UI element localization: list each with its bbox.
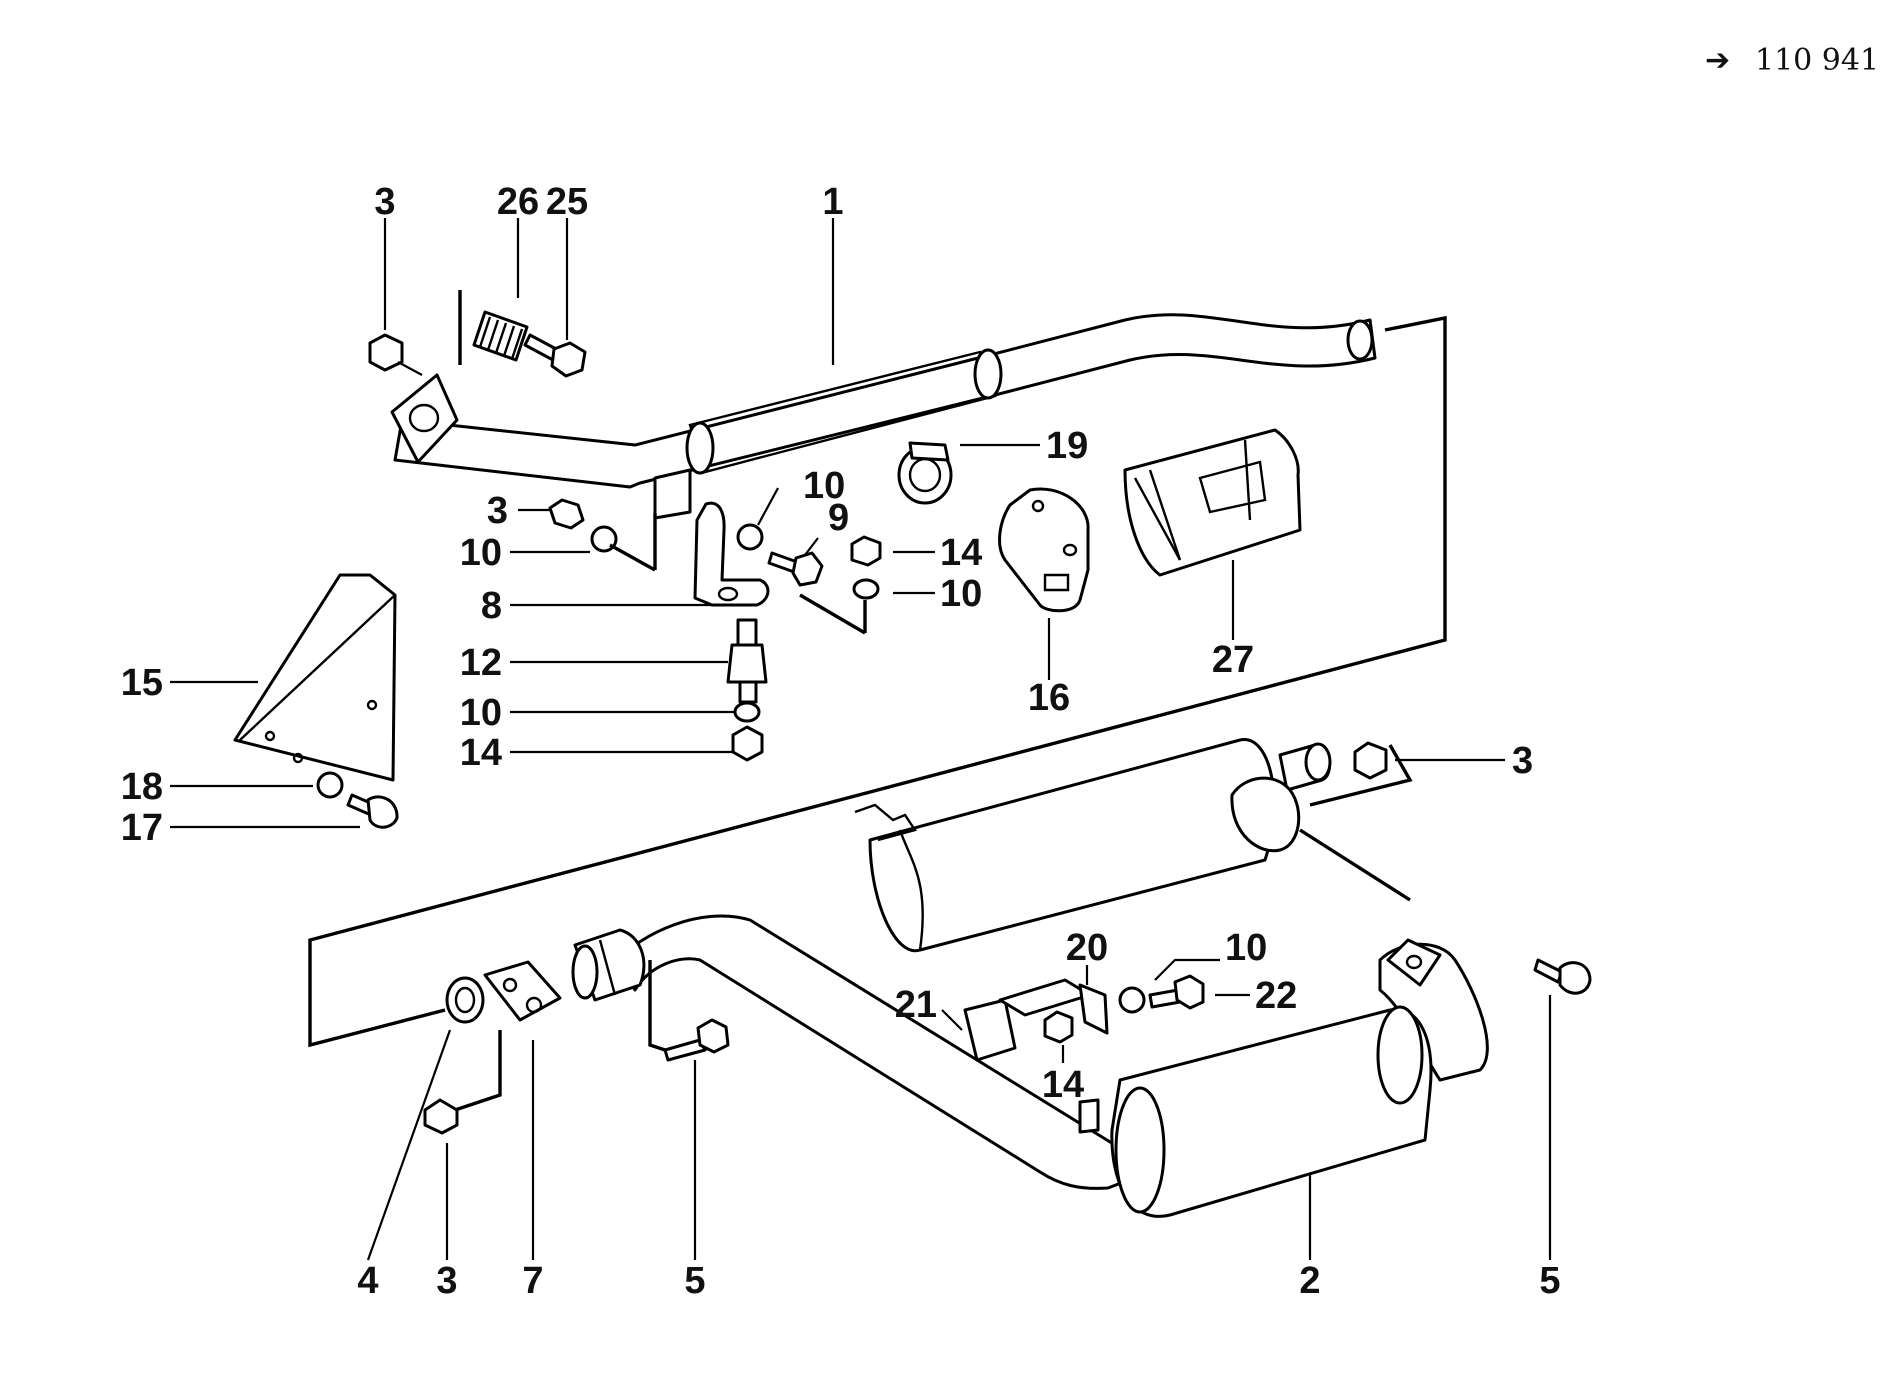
callout-3-hanger-nut: 3 (487, 490, 508, 532)
callout-1: 1 (822, 181, 843, 223)
rubber-hanger (963, 998, 1017, 1062)
hanger-bracket (693, 501, 770, 607)
callout-10-mount-washer: 10 (460, 692, 502, 734)
callout-labels: 3 26 25 1 19 3 10 9 10 14 10 8 12 10 14 … (121, 181, 1561, 1302)
callout-14-strap-nut: 14 (1042, 1064, 1084, 1106)
callout-5-rear-bolt: 5 (1539, 1260, 1560, 1302)
callout-22: 22 (1255, 975, 1297, 1017)
callout-14-mount-nut: 14 (460, 732, 502, 774)
reference-arrow-icon: ➔ (1705, 43, 1730, 78)
pipe-clamp (897, 441, 953, 505)
reference-number: 110 941 (1755, 43, 1879, 78)
callout-18: 18 (121, 766, 163, 808)
front-exhaust-pipe (390, 313, 1377, 520)
callout-7: 7 (522, 1260, 543, 1302)
heat-shield-plate (998, 487, 1090, 613)
hanger-washer (736, 523, 764, 551)
bracket-washer (316, 771, 344, 799)
front-flange-nut (368, 333, 423, 376)
rear-silencer (854, 738, 1332, 953)
callout-9: 9 (828, 497, 849, 539)
rear-exhaust-pipe (616, 914, 1489, 1190)
callout-3-silencer-nut: 3 (1512, 740, 1533, 782)
callout-27: 27 (1212, 639, 1254, 681)
callout-19: 19 (1046, 425, 1088, 467)
callout-2: 2 (1299, 1260, 1320, 1302)
callout-15: 15 (121, 662, 163, 704)
spring-bolt (523, 333, 587, 378)
callout-26: 26 (497, 181, 539, 223)
callout-14-right-nut: 14 (940, 532, 982, 574)
callout-4: 4 (357, 1260, 378, 1302)
callout-10-left-washer: 10 (460, 532, 502, 574)
callout-10-strap-washer: 10 (1225, 927, 1267, 969)
pipe-bolt (663, 1018, 730, 1062)
callout-25: 25 (546, 181, 588, 223)
callout-3-lower-nut: 3 (436, 1260, 457, 1302)
flange-nut (423, 1098, 459, 1135)
callout-8: 8 (481, 585, 502, 627)
bracket-bolt (346, 793, 399, 829)
callout-21: 21 (895, 984, 937, 1026)
callout-3-flange-nut: 3 (374, 181, 395, 223)
rear-silencer-nut (1353, 741, 1388, 780)
callout-12: 12 (460, 642, 502, 684)
callout-10-hanger-washer: 10 (803, 465, 845, 507)
rear-mount-bolt (1533, 958, 1592, 995)
pipe-bolt-path (648, 960, 666, 1052)
leader-lines (170, 218, 1552, 1261)
strap-nut (1043, 1010, 1074, 1044)
callout-5-pipe-bolt: 5 (684, 1260, 705, 1302)
flange-bolt-path (454, 1030, 502, 1112)
hanger-nut-right (850, 535, 882, 567)
callout-20: 20 (1066, 927, 1108, 969)
callout-10-right-washer: 10 (940, 573, 982, 615)
strap-bolt (1148, 974, 1205, 1010)
heat-shield (1123, 428, 1302, 577)
strap-washer (1118, 986, 1146, 1014)
intermediate-flange (483, 960, 562, 1022)
hanger-strap (998, 978, 1109, 1035)
mounting-bracket-plate (233, 573, 397, 782)
reference-code: ➔ 110 941 (1705, 43, 1879, 78)
rear-muffler-assembly-bracket (1309, 744, 1413, 807)
callout-17: 17 (121, 807, 163, 849)
hanger-mount-hardware (548, 498, 882, 635)
main-silencer (1078, 1005, 1433, 1218)
callout-16: 16 (1028, 677, 1070, 719)
front-pipe-assembly-frame (308, 290, 1447, 1048)
rear-bolt-path (1299, 828, 1411, 902)
hanger-nut (548, 498, 585, 530)
pipe-sleeve-connector (571, 928, 646, 1002)
rubber-mount (726, 618, 768, 762)
hanger-washer-right (852, 578, 880, 600)
flange-gasket (445, 976, 485, 1024)
spring (472, 310, 529, 362)
